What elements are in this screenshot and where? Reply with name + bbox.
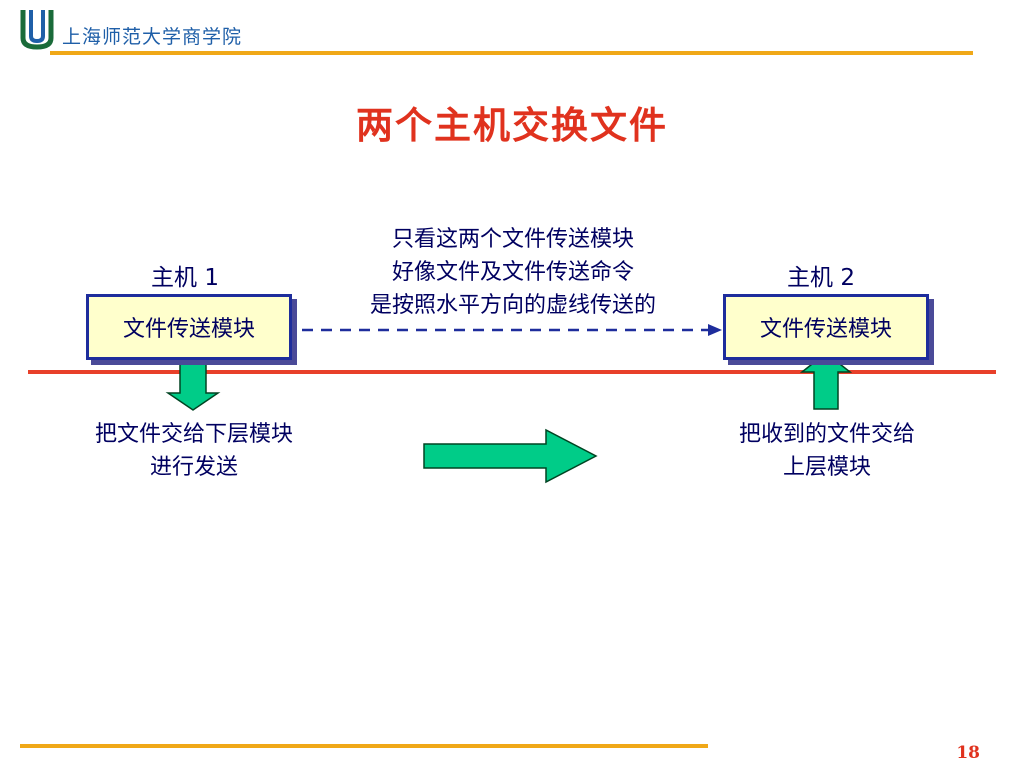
- footer-rule: [20, 744, 708, 748]
- slide-title: 两个主机交换文件: [356, 104, 668, 147]
- down-arrow: [165, 361, 221, 411]
- caption-line: 上层模块: [782, 455, 871, 480]
- caption-line: 把收到的文件交给: [738, 422, 915, 447]
- note-line: 只看这两个文件传送模块: [391, 227, 634, 252]
- host2-file-transfer-module: 文件传送模块: [723, 294, 929, 360]
- receiver-caption: 把收到的文件交给 上层模块: [692, 418, 962, 484]
- explanation-note: 只看这两个文件传送模块 好像文件及文件传送命令 是按照水平方向的虚线传送的: [318, 223, 708, 322]
- host1-file-transfer-module: 文件传送模块: [86, 294, 292, 360]
- university-logo: [20, 10, 54, 50]
- transfer-arrow: [423, 428, 598, 484]
- note-line: 好像文件及文件传送命令: [391, 260, 634, 285]
- page-number: 18: [956, 743, 980, 763]
- sender-caption: 把文件交给下层模块 进行发送: [44, 418, 344, 484]
- host1-label: 主机 1: [151, 265, 219, 291]
- up-arrow: [799, 352, 853, 410]
- school-name: 上海师范大学商学院: [62, 26, 243, 48]
- note-line: 是按照水平方向的虚线传送的: [369, 293, 656, 318]
- host2-label: 主机 2: [787, 265, 855, 291]
- dashed-arrow-head: [708, 324, 722, 336]
- caption-line: 把文件交给下层模块: [94, 422, 293, 447]
- header-rule: [50, 51, 973, 55]
- caption-line: 进行发送: [149, 455, 238, 480]
